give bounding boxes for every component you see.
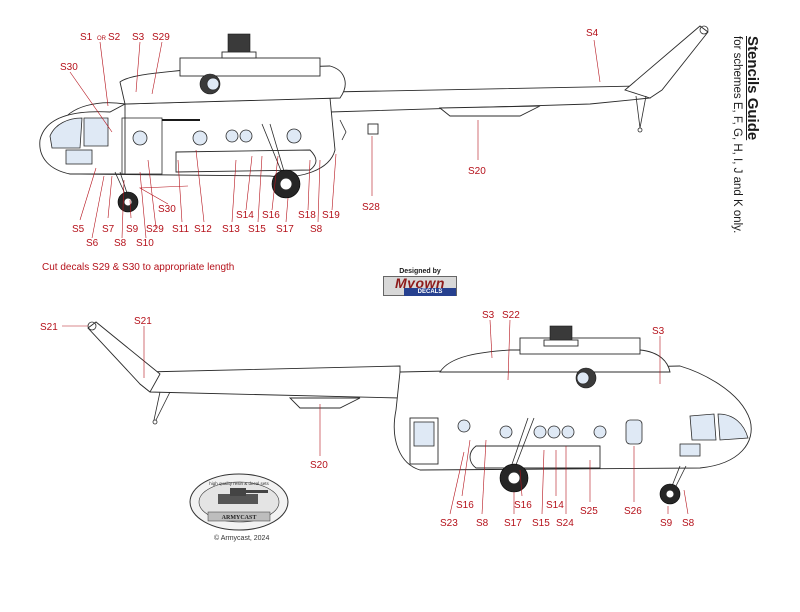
page-subtitle: for schemes E, F, G, H, I, J and K only. [731, 36, 743, 234]
label-s5: S5 [72, 224, 85, 235]
labels-top: S1 OR S2 S3 S29 S30 S4 S20 S28 S5 S6 S7 … [60, 28, 599, 249]
label-s15-top: S15 [248, 224, 266, 235]
label-s13: S13 [222, 224, 240, 235]
copyright: © Armycast, 2024 [214, 535, 270, 542]
label-s21-b: S21 [134, 316, 152, 327]
label-s12: S12 [194, 224, 212, 235]
label-s30-top: S30 [60, 62, 78, 73]
leaders-top [69, 39, 601, 239]
label-or: OR [97, 36, 107, 42]
armycast-logo: high quality resin & decal sets ARMYCAST [189, 473, 289, 531]
label-s16-bottom-a: S16 [456, 500, 474, 511]
label-s3-bottom-b: S3 [652, 326, 665, 337]
myown-brand: Myown [395, 275, 445, 291]
label-s8-top-a: S8 [114, 238, 127, 249]
label-s29-top: S29 [152, 32, 170, 43]
label-s24: S24 [556, 518, 574, 529]
myown-logo: Myown DECALS [383, 275, 457, 296]
label-s14-bottom: S14 [546, 500, 564, 511]
label-s17-top: S17 [276, 224, 294, 235]
designer-credit: Designed by Myown DECALS [380, 268, 460, 296]
label-s20-top: S20 [468, 166, 486, 177]
label-s1: S1 [80, 32, 93, 43]
label-s29-b: S29 [146, 224, 164, 235]
label-s8-top-b: S8 [310, 224, 323, 235]
label-s19: S19 [322, 210, 340, 221]
label-s22: S22 [502, 310, 520, 321]
armycast-ring-text: high quality resin & decal sets [209, 481, 269, 486]
label-s15-bottom: S15 [532, 518, 550, 529]
label-s20-bottom: S20 [310, 460, 328, 471]
label-s30-b: S30 [158, 204, 176, 215]
armycast-name: ARMYCAST [222, 515, 257, 521]
label-s11: S11 [172, 224, 189, 235]
helicopter-right-side-view [87, 321, 752, 505]
label-s3: S3 [132, 32, 145, 43]
labels-bottom: S21 S21 S20 S3 S22 S3 S16 S23 S8 S16 S17… [40, 310, 695, 529]
title-block: Stencils Guide for schemes E, F, G, H, I… [731, 36, 761, 276]
label-s28: S28 [362, 202, 380, 213]
label-s14-top: S14 [236, 210, 254, 221]
label-s18: S18 [298, 210, 316, 221]
label-s9: S9 [126, 224, 139, 235]
label-s3-bottom-a: S3 [482, 310, 495, 321]
label-s16-bottom-b: S16 [514, 500, 532, 511]
label-s17-bottom: S17 [504, 518, 522, 529]
label-s7: S7 [102, 224, 115, 235]
designed-by-text: Designed by [399, 268, 441, 275]
label-s25: S25 [580, 506, 598, 517]
cut-instruction: Cut decals S29 & S30 to appropriate leng… [42, 262, 235, 273]
label-s8-bottom-a: S8 [476, 518, 489, 529]
label-s6: S6 [86, 238, 99, 249]
leaders-bottom [62, 319, 689, 515]
label-s10: S10 [136, 238, 154, 249]
label-s23: S23 [440, 518, 458, 529]
label-s16-top: S16 [262, 210, 280, 221]
label-s4: S4 [586, 28, 599, 39]
page-title: Stencils Guide [744, 36, 761, 141]
helicopter-left-side-view [39, 25, 709, 213]
label-s9-bottom: S9 [660, 518, 673, 529]
label-s21-a: S21 [40, 322, 58, 333]
label-s2: S2 [108, 32, 121, 43]
label-s8-bottom-b: S8 [682, 518, 695, 529]
label-s26: S26 [624, 506, 642, 517]
myown-decals: DECALS [404, 288, 456, 296]
